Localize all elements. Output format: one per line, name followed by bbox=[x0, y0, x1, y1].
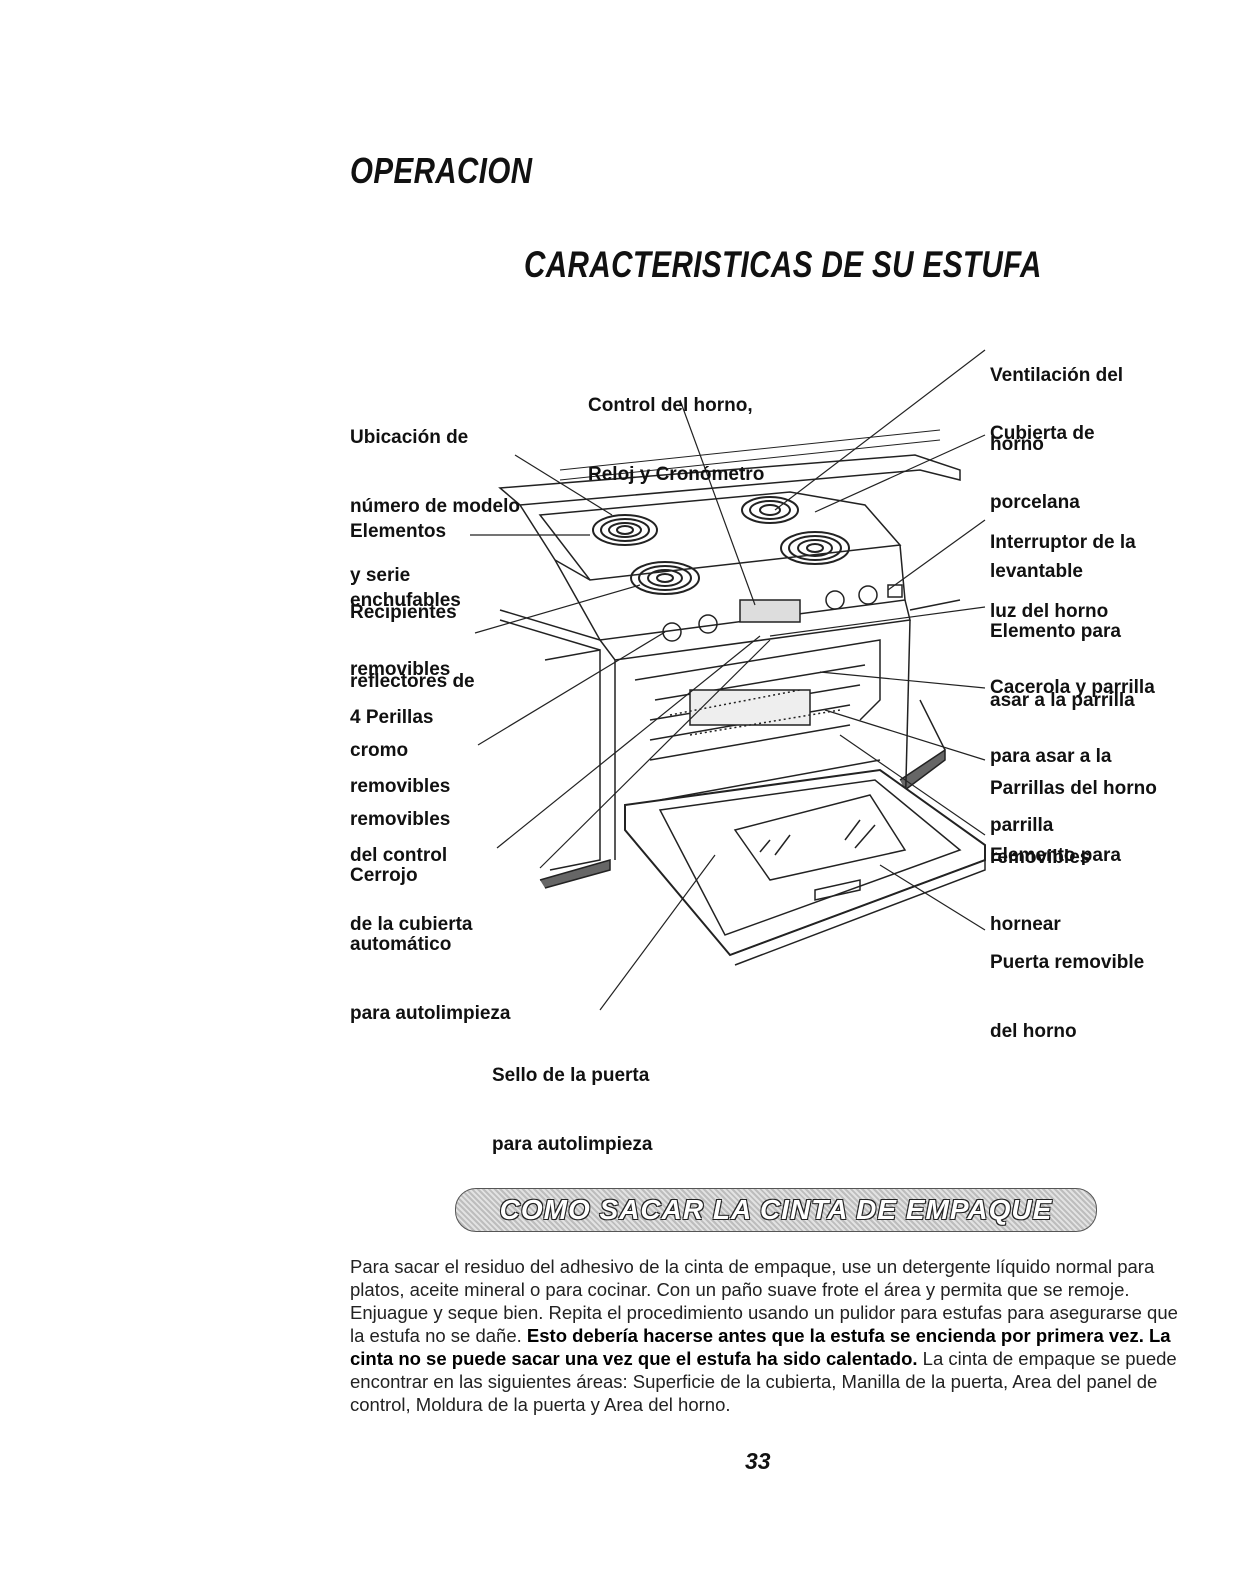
label-line: automático bbox=[350, 933, 511, 956]
label-line: para autolimpieza bbox=[350, 1002, 511, 1025]
label-line: del horno bbox=[990, 1020, 1144, 1043]
label-line: Recipientes bbox=[350, 601, 475, 624]
label-line: Cubierta de bbox=[990, 422, 1095, 445]
label-line: Puerta removible bbox=[990, 951, 1144, 974]
label-line: Interruptor de la bbox=[990, 531, 1136, 554]
page-number: 33 bbox=[745, 1448, 771, 1475]
label-line: Sello de la puerta bbox=[492, 1064, 653, 1087]
label-line: Cacerola y parrilla bbox=[990, 676, 1155, 699]
label-puerta: Puerta removible del horno bbox=[990, 905, 1144, 1066]
label-line: para autolimpieza bbox=[492, 1133, 653, 1156]
instructions-paragraph: Para sacar el residuo del adhesivo de la… bbox=[350, 1255, 1180, 1416]
oven-door bbox=[625, 770, 985, 965]
label-line: Elementos bbox=[350, 520, 461, 543]
label-line: Cerrojo bbox=[350, 864, 511, 887]
section-banner: COMO SACAR LA CINTA DE EMPAQUE bbox=[455, 1188, 1097, 1232]
label-sello: Sello de la puerta para autolimpieza bbox=[492, 1018, 653, 1179]
label-line: Reloj y Cronómetro bbox=[588, 463, 764, 486]
label-line: removibles bbox=[350, 775, 473, 798]
control-panel bbox=[663, 585, 902, 641]
label-line: Parrillas del horno bbox=[990, 777, 1157, 800]
label-line: Ubicación de bbox=[350, 426, 520, 449]
banner-title: COMO SACAR LA CINTA DE EMPAQUE bbox=[456, 1194, 1096, 1226]
label-line: Elemento para bbox=[990, 844, 1121, 867]
label-line: Control del horno, bbox=[588, 394, 764, 417]
label-control-horno: Control del horno, Reloj y Cronómetro bbox=[588, 348, 764, 509]
label-cerrojo: Cerrojo automático para autolimpieza bbox=[350, 818, 511, 1048]
label-line: 4 Perillas bbox=[350, 706, 473, 729]
